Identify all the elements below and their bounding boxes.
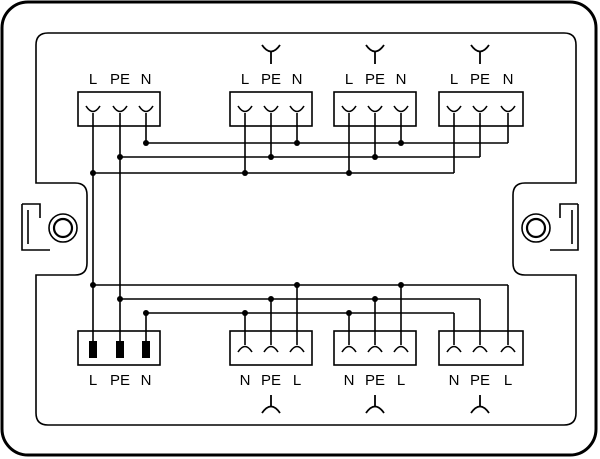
socket-coding-icon — [365, 395, 385, 414]
terminal-label: PE — [365, 71, 385, 88]
terminal-label: N — [141, 372, 152, 389]
terminal-label: N — [240, 372, 251, 389]
terminal-label: L — [293, 372, 301, 389]
plug-coding-icon — [470, 44, 490, 64]
top-outlet-block-2: L PE N — [333, 71, 417, 127]
plug-coding-icon — [261, 44, 281, 64]
terminal-label: L — [345, 71, 353, 88]
terminal-label: PE — [261, 71, 281, 88]
terminal-label: N — [344, 372, 355, 389]
junction-dots-top — [90, 140, 404, 176]
terminal-label: PE — [110, 372, 130, 389]
terminal-label: L — [450, 71, 458, 88]
terminal-label: L — [89, 372, 97, 389]
terminal-label: N — [292, 71, 303, 88]
terminal-label: PE — [365, 372, 385, 389]
bottom-outlet-block-1: N PE L — [229, 330, 313, 389]
terminal-label: N — [396, 71, 407, 88]
wiring-top — [92, 106, 509, 299]
top-outlet-block-1: L PE N — [229, 71, 313, 127]
top-input-block: L PE N — [77, 71, 161, 127]
terminal-label: PE — [261, 372, 281, 389]
top-outlet-block-3: L PE N — [438, 71, 524, 127]
terminal-label: L — [89, 71, 97, 88]
socket-coding-icon — [470, 395, 490, 414]
terminal-label: L — [504, 372, 512, 389]
terminal-label: N — [449, 372, 460, 389]
terminal-label: PE — [470, 372, 490, 389]
junction-dots-bottom — [90, 282, 404, 316]
socket-coding-icon — [261, 395, 281, 414]
bottom-outlet-block-3: N PE L — [438, 330, 524, 389]
terminal-label: N — [503, 71, 514, 88]
terminal-label: L — [397, 372, 405, 389]
housing-inner — [35, 32, 577, 426]
terminal-label: L — [241, 71, 249, 88]
plug-coding-icon — [365, 44, 385, 64]
terminal-label: N — [141, 71, 152, 88]
terminal-label: PE — [470, 71, 490, 88]
bottom-outlet-block-2: N PE L — [333, 330, 417, 389]
mounting-lug-icon — [521, 203, 579, 251]
mounting-lug-icon — [21, 203, 78, 251]
bottom-input-block: L PE N — [77, 330, 161, 389]
terminal-label: PE — [110, 71, 130, 88]
